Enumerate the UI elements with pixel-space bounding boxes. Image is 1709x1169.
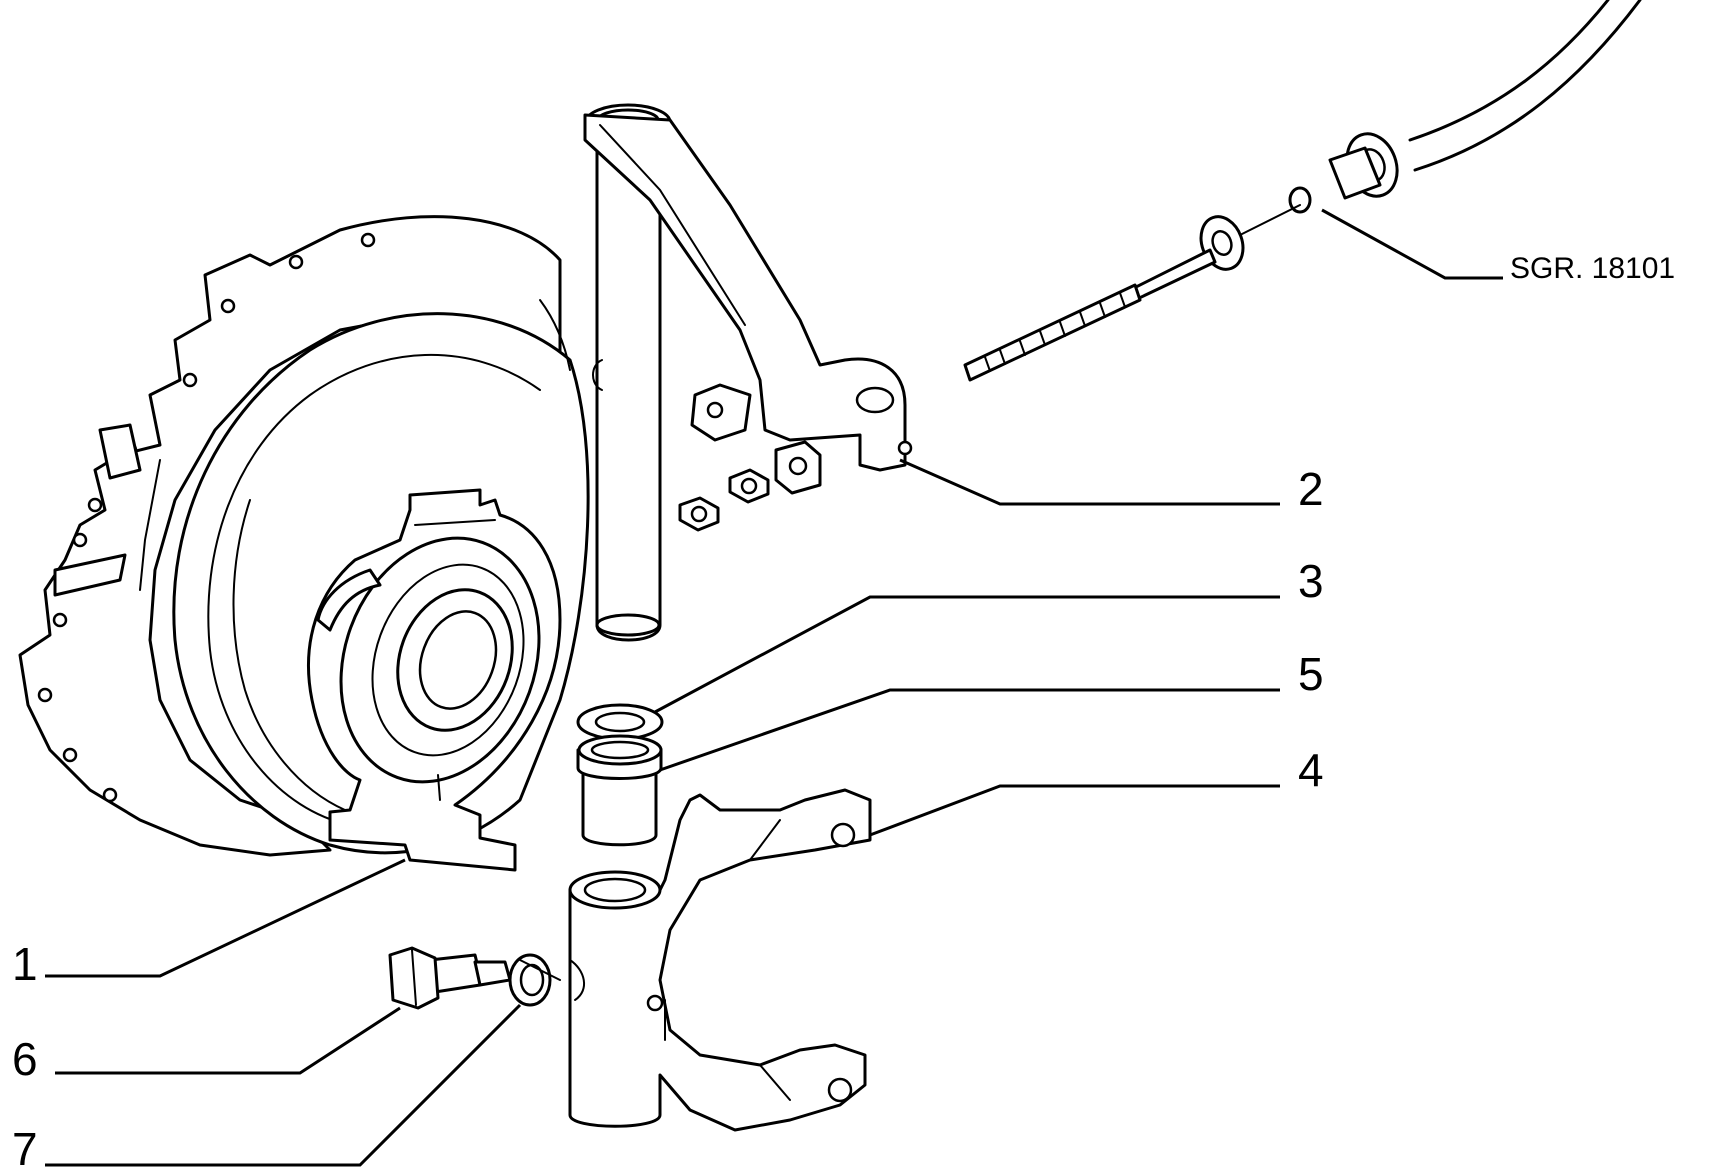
release-bearing xyxy=(307,488,562,872)
washer xyxy=(576,703,664,741)
callout-5: 5 xyxy=(1298,648,1324,700)
bushing xyxy=(576,734,663,847)
bolt xyxy=(388,946,512,1010)
spring-washer xyxy=(508,953,561,1007)
nut-2 xyxy=(728,468,770,504)
release-lever-shaft xyxy=(583,103,913,642)
leader-ref xyxy=(1321,208,1503,280)
callout-3: 3 xyxy=(1298,555,1324,607)
nut-1 xyxy=(678,496,720,532)
callout-6: 6 xyxy=(12,1033,38,1085)
square-nut xyxy=(774,440,822,495)
leader-7 xyxy=(45,1003,522,1167)
callout-4: 4 xyxy=(1298,744,1324,796)
callout-2: 2 xyxy=(1298,463,1324,515)
leader-3 xyxy=(654,595,1280,714)
leader-2 xyxy=(899,458,1280,506)
leader-1 xyxy=(45,858,406,978)
callout-1: 1 xyxy=(12,938,38,990)
leader-5 xyxy=(659,688,1280,772)
release-fork xyxy=(568,788,872,1132)
leader-lines xyxy=(45,208,1503,1167)
leader-6 xyxy=(55,1006,401,1075)
callout-7: 7 xyxy=(12,1123,38,1169)
reference-label: SGR. 18101 xyxy=(1510,252,1675,285)
clutch-cable xyxy=(963,0,1642,382)
callout-labels: 1 2 3 5 4 6 7 SGR. 18101 xyxy=(12,252,1675,1169)
leader-4 xyxy=(869,784,1280,837)
